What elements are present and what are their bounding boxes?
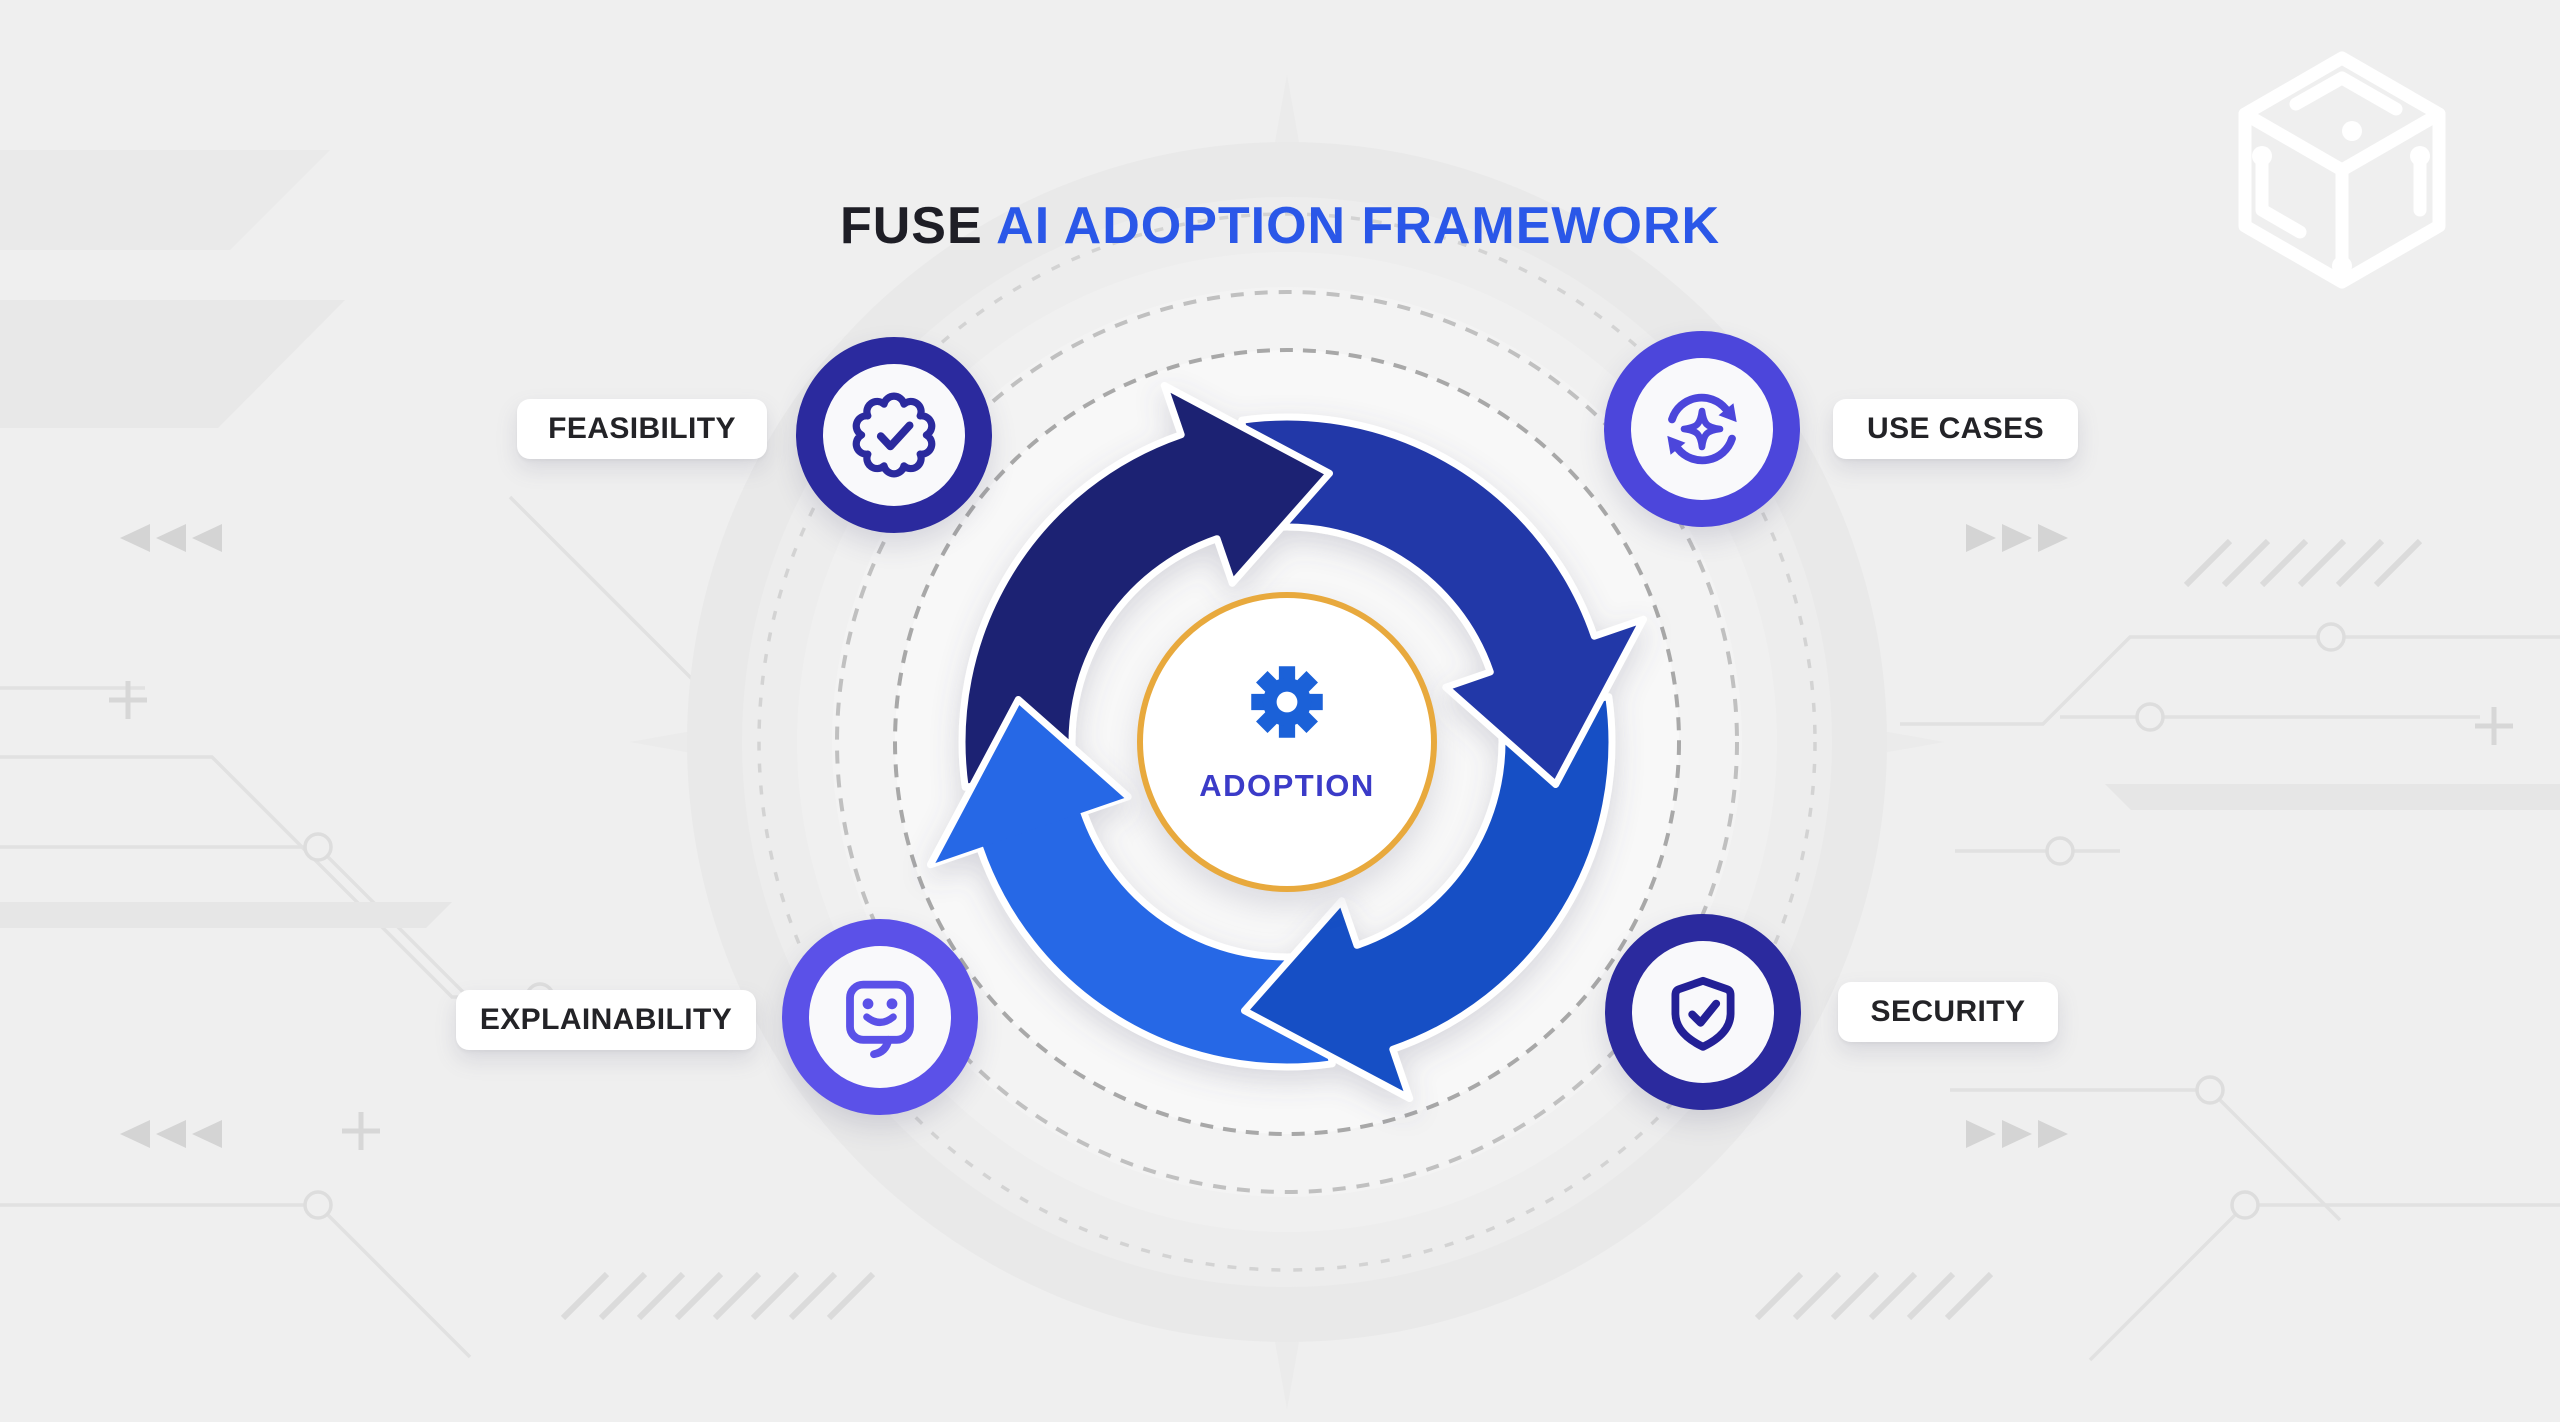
feasibility-label: FEASIBILITY [517, 399, 767, 459]
sync-sparkle-icon [1667, 393, 1737, 465]
title-rest: AI ADOPTION FRAMEWORK [982, 197, 1721, 255]
cycle-arrowhead-bottom-left [927, 696, 1131, 867]
security-badge [1605, 914, 1801, 1110]
explainability-label: EXPLAINABILITY [456, 990, 756, 1050]
fuse-cube-logo-icon [2238, 51, 2446, 289]
plus-marks [109, 681, 2513, 1150]
shield-check-icon [1671, 976, 1735, 1051]
badge-check-icon [852, 392, 936, 478]
adoption-label: ADOPTION [1199, 768, 1375, 803]
triangle-markers [120, 524, 2068, 1148]
cycle-arrow-top-left [958, 382, 1333, 791]
explainability-badge [782, 919, 978, 1115]
hatch-marks [560, 538, 2423, 1321]
adoption-hub: ADOPTION [1137, 592, 1437, 892]
gear-icon [1251, 666, 1323, 738]
feasibility-badge [796, 337, 992, 533]
security-label: SECURITY [1838, 982, 2058, 1042]
page-title: FUSE AI ADOPTION FRAMEWORK [0, 196, 2560, 256]
cycle-arrow-bottom-right [1241, 693, 1616, 1102]
use-cases-label: USE CASES [1833, 399, 2078, 459]
adoption-cycle-arrows [927, 382, 1647, 1102]
cycle-arrow-top-right [1238, 413, 1647, 788]
title-prefix: FUSE [839, 197, 983, 255]
decor-bars [0, 150, 2560, 928]
chat-smiley-icon [846, 980, 914, 1059]
use-cases-badge [1604, 331, 1800, 527]
